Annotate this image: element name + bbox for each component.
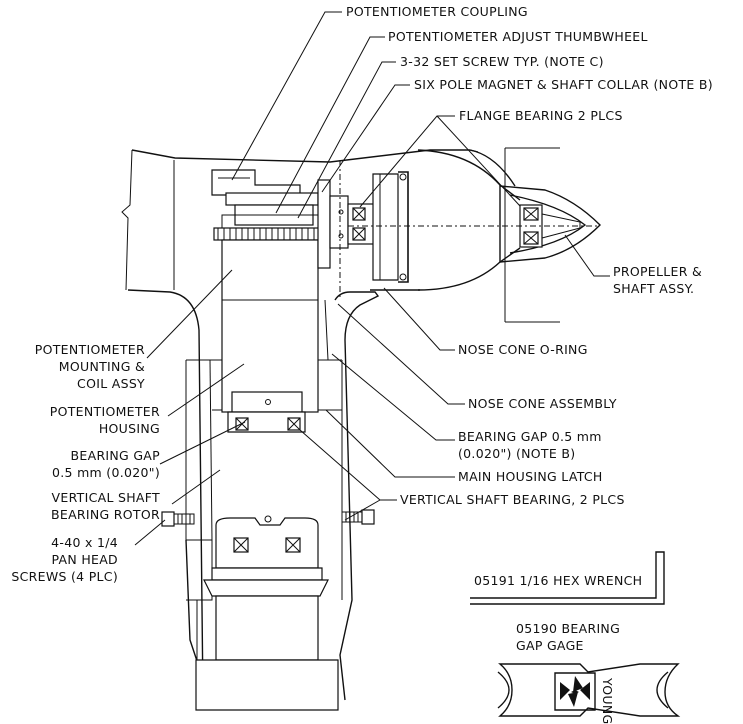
label-vertical-rotor-line2: BEARING ROTOR (51, 507, 160, 522)
potentiometer-coupling (211, 169, 301, 196)
callout-labels: POTENTIOMETER COUPLING POTENTIOMETER ADJ… (11, 4, 713, 653)
label-pot-mounting-line3: COIL ASSY (77, 376, 145, 391)
potentiometer-body (221, 239, 319, 413)
potentiometer-thumbwheel (213, 192, 323, 241)
label-bearing-gap-left-line2: 0.5 mm (0.020") (52, 465, 160, 480)
lower-bearing-assembly (195, 515, 339, 711)
label-flange-bearing: FLANGE BEARING 2 PLCS (459, 108, 623, 123)
vertical-bearing-upper (227, 411, 306, 433)
hex-wrench (470, 551, 665, 605)
label-pot-mounting-line2: MOUNTING & (59, 359, 145, 374)
label-screws-line1: 4-40 x 1/4 (51, 535, 118, 550)
label-set-screw: 3-32 SET SCREW TYP. (NOTE C) (400, 54, 604, 69)
label-bearing-gap-left-line1: BEARING GAP (71, 448, 161, 463)
label-nose-cone-assembly: NOSE CONE ASSEMBLY (468, 396, 617, 411)
label-potentiometer-adjust-thumbwheel: POTENTIOMETER ADJUST THUMBWHEEL (388, 29, 648, 44)
label-vertical-shaft-bearing: VERTICAL SHAFT BEARING, 2 PLCS (400, 492, 625, 507)
label-vertical-rotor-line1: VERTICAL SHAFT (52, 490, 161, 505)
label-bearing-gap-right-line2: (0.020") (NOTE B) (458, 446, 575, 461)
label-hex-wrench: 05191 1/16 HEX WRENCH (474, 573, 642, 588)
six-pole-magnet (317, 179, 375, 269)
label-potentiometer-coupling: POTENTIOMETER COUPLING (346, 4, 528, 19)
label-nose-cone-oring: NOSE CONE O-RING (458, 342, 588, 357)
label-six-pole-magnet: SIX POLE MAGNET & SHAFT COLLAR (NOTE B) (414, 77, 713, 92)
label-bearing-gap-right-line1: BEARING GAP 0.5 mm (458, 429, 602, 444)
label-pot-housing-line2: HOUSING (99, 421, 160, 436)
flange-bearing-frame (372, 171, 409, 283)
bearing-gap-gage: YOUNG (497, 663, 681, 724)
label-screws-line2: PAN HEAD (52, 552, 119, 567)
center-lines (339, 147, 600, 323)
leader-lines (134, 11, 610, 546)
label-main-housing-latch: MAIN HOUSING LATCH (458, 469, 603, 484)
label-pot-housing-line1: POTENTIOMETER (50, 404, 160, 419)
young-logo-icon: YOUNG (554, 672, 615, 724)
young-logo-text: YOUNG (600, 677, 615, 724)
label-gap-gage-line2: GAP GAGE (516, 638, 584, 653)
label-propeller-line2: SHAFT ASSY. (613, 281, 694, 296)
pan-head-screws (161, 509, 375, 527)
label-screws-line3: SCREWS (4 PLC) (11, 569, 118, 584)
label-gap-gage-line1: 05190 BEARING (516, 621, 620, 636)
label-propeller-line1: PROPELLER & (613, 264, 702, 279)
label-pot-mounting-line1: POTENTIOMETER (35, 342, 145, 357)
